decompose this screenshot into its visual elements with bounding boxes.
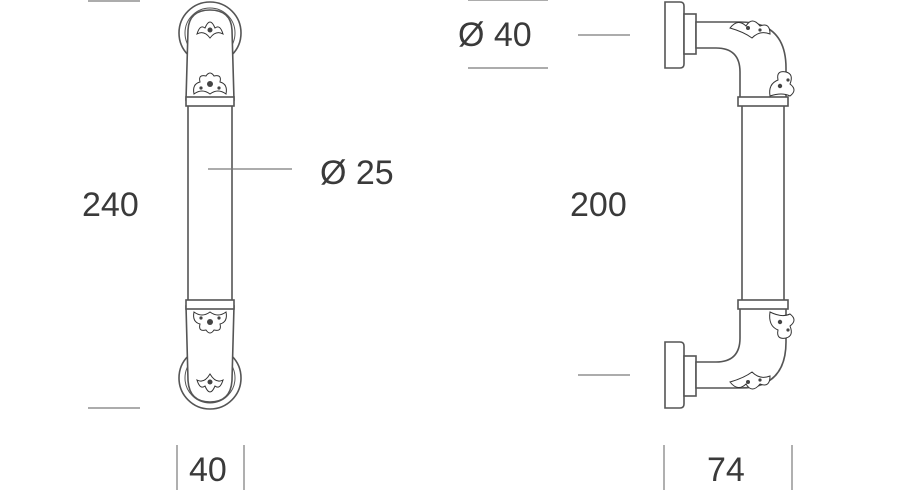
- side-bottom-rose: [664, 341, 697, 409]
- front-height-label: 240: [82, 186, 139, 224]
- side-rose-diameter-label: Ø 40: [458, 16, 532, 54]
- front-rose-width-label: 40: [189, 451, 227, 489]
- side-projection-label: 74: [707, 451, 745, 489]
- side-center-distance-label: 200: [570, 186, 627, 224]
- side-ornaments: [729, 20, 795, 390]
- side-top-rose: [664, 1, 697, 69]
- side-view: Ø 40 200 74: [458, 0, 795, 490]
- side-handle-body: [695, 21, 789, 389]
- front-grip-diameter-label: Ø 25: [320, 154, 394, 192]
- front-handle-body: [185, 9, 235, 403]
- front-view: 240 Ø 25 40: [82, 0, 394, 490]
- front-ornaments: [193, 21, 227, 393]
